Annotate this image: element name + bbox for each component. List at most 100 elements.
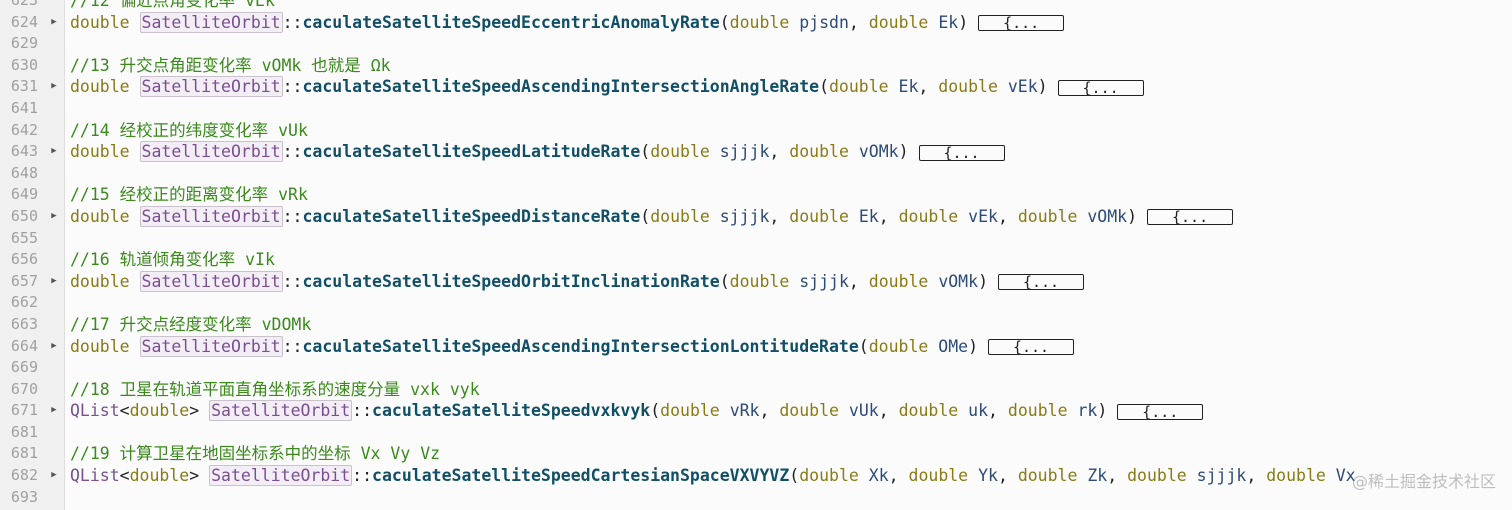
blank-line: 681 — [0, 422, 1512, 444]
function-line: 682▶QList<double> SatelliteOrbit::cacula… — [0, 465, 1512, 487]
punctuation: ( — [819, 77, 829, 97]
line-number: 624 — [10, 12, 38, 31]
scope-operator: :: — [282, 336, 303, 356]
code-comment: //17 升交点经度变化率 vDOMk — [70, 314, 312, 334]
function-name: caculateSatelliteSpeedvxkvyk — [372, 401, 651, 421]
line-number: 663 — [10, 314, 38, 333]
punctuation: , — [848, 12, 869, 32]
blank-line: 669 — [0, 357, 1512, 379]
punctuation: ( — [650, 401, 661, 421]
param-name: vUk — [848, 401, 879, 421]
punctuation: , — [848, 271, 869, 291]
line-text: double SatelliteOrbit::caculateSatellite… — [70, 141, 1005, 163]
blank-line: 693 — [0, 487, 1512, 509]
folded-body-button[interactable]: {... — [1057, 79, 1144, 96]
param-name: vOMk — [938, 271, 979, 291]
class-name: SatelliteOrbit — [139, 11, 283, 33]
punctuation: ( — [640, 142, 651, 162]
folded-body-button[interactable]: {... — [1117, 403, 1204, 420]
scope-operator: :: — [282, 142, 303, 162]
line-text: //16 轨道倾角变化率 vIk — [70, 249, 275, 271]
comment-line: 649//15 经校正的距离变化率 vRk — [0, 184, 1512, 206]
scope-operator: :: — [282, 12, 303, 32]
line-number: 648 — [10, 163, 38, 182]
line-text: QList<double> SatelliteOrbit::caculateSa… — [70, 400, 1204, 422]
line-text: //14 经校正的纬度变化率 vUk — [70, 120, 308, 142]
line-text: //18 卫星在轨道平面直角坐标系的速度分量 vxk vyk — [70, 379, 480, 401]
param-name: sjjjk — [799, 271, 849, 291]
fold-toggle-icon[interactable]: ▶ — [51, 16, 57, 27]
param-name: Ek — [898, 77, 919, 97]
line-number: 631 — [10, 77, 38, 96]
param-type: double — [779, 401, 839, 421]
param-type: double — [1007, 401, 1068, 421]
code-comment: //15 经校正的距离变化率 vRk — [70, 185, 308, 205]
param-type: double — [799, 466, 859, 486]
scope-operator: :: — [282, 271, 303, 291]
param-name: Zk — [1087, 466, 1108, 486]
punctuation: , — [759, 401, 780, 421]
function-name: caculateSatelliteSpeedAscendingIntersect… — [302, 336, 859, 356]
line-text: double SatelliteOrbit::caculateSatellite… — [70, 335, 1075, 358]
punctuation: , — [878, 206, 899, 226]
fold-toggle-icon[interactable]: ▶ — [51, 340, 57, 351]
fold-toggle-icon[interactable]: ▶ — [51, 405, 57, 416]
line-text: double SatelliteOrbit::caculateSatellite… — [70, 76, 1144, 98]
line-number: 650 — [10, 206, 38, 225]
line-number: 656 — [10, 250, 38, 269]
function-line: 631 ▶ double SatelliteOrbit::caculateSatel… — [0, 76, 1512, 98]
folded-body-button[interactable]: {... — [1147, 209, 1234, 226]
scope-operator: :: — [352, 466, 373, 486]
param-type: double — [789, 142, 849, 162]
param-type: double — [1017, 466, 1078, 486]
punctuation: , — [769, 206, 790, 226]
fold-toggle-icon[interactable]: ▶ — [51, 470, 57, 481]
scope-operator: :: — [282, 77, 303, 97]
return-type: double — [70, 12, 130, 32]
punctuation: ) — [958, 12, 969, 32]
line-number: 671 — [10, 401, 38, 420]
folded-body-button[interactable]: {... — [918, 144, 1005, 161]
code-comment: //19 计算卫星在地固坐标系中的坐标 Vx Vy Vz — [70, 444, 441, 464]
param-name: sjjjk — [719, 142, 770, 162]
line-number: 693 — [10, 487, 38, 506]
return-type: double — [70, 77, 130, 97]
punctuation: ) — [968, 336, 979, 356]
return-type: double — [70, 206, 130, 226]
fold-toggle-icon[interactable]: ▶ — [51, 275, 57, 286]
fold-toggle-icon[interactable]: ▶ — [51, 210, 57, 221]
punctuation: > — [189, 401, 200, 421]
blank-line: 641 — [0, 98, 1512, 120]
folded-body-button[interactable]: {... — [978, 15, 1065, 32]
punctuation: ( — [719, 12, 730, 32]
class-name: SatelliteOrbit — [209, 400, 353, 422]
punctuation: , — [1246, 466, 1267, 486]
type-argument: double — [129, 466, 190, 486]
line-text: double SatelliteOrbit::caculateSatellite… — [70, 205, 1234, 228]
line-text: QList<double> SatelliteOrbit::caculateSa… — [70, 465, 1356, 487]
function-line: 664▶double SatelliteOrbit::caculateSatel… — [0, 335, 1512, 358]
class-name: SatelliteOrbit — [139, 270, 283, 292]
line-number: 657 — [10, 271, 38, 290]
line-number: 629 — [10, 34, 38, 53]
punctuation: ( — [719, 271, 730, 291]
code-comment: //18 卫星在轨道平面直角坐标系的速度分量 vxk vyk — [70, 379, 480, 399]
function-line: 624 ▶ double SatelliteOrbit::caculateSatel… — [0, 11, 1512, 34]
class-name: SatelliteOrbit — [139, 205, 283, 227]
param-type: double — [729, 271, 790, 291]
param-name: sjjjk — [1196, 466, 1247, 486]
punctuation: ) — [1127, 206, 1138, 226]
line-number: 662 — [10, 293, 38, 312]
folded-body-button[interactable]: {... — [988, 339, 1075, 355]
function-name: caculateSatelliteSpeedEccentricAnomalyRa… — [302, 12, 720, 32]
fold-toggle-icon[interactable]: ▶ — [51, 146, 57, 157]
punctuation: , — [769, 142, 790, 162]
class-name: SatelliteOrbit — [209, 465, 353, 487]
punctuation: ) — [1097, 401, 1108, 421]
folded-body-button[interactable]: {... — [998, 274, 1084, 291]
fold-toggle-icon[interactable]: ▶ — [51, 81, 57, 92]
line-number-gutter — [0, 0, 65, 510]
comment-line: 642//14 经校正的纬度变化率 vUk — [0, 120, 1512, 142]
